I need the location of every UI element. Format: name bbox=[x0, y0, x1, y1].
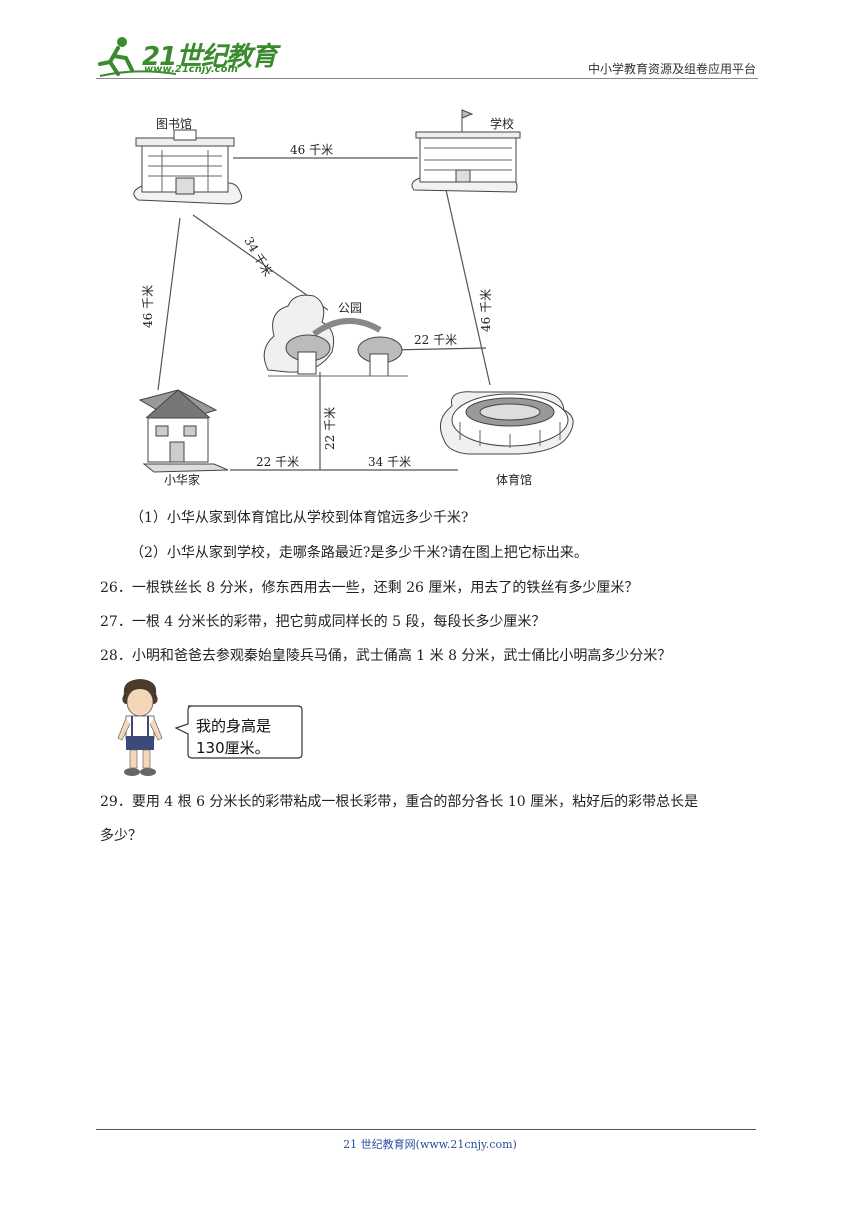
school-icon bbox=[411, 109, 521, 193]
home-icon bbox=[138, 389, 229, 473]
distance-park-road: 22 千米 bbox=[323, 407, 337, 450]
distance-library-park: 34 千米 bbox=[241, 235, 275, 279]
footer-divider bbox=[96, 1129, 756, 1130]
speech-bubble-line-1: 我的身高是 bbox=[196, 717, 272, 735]
header-divider bbox=[96, 78, 758, 79]
route-map-figure: 图书馆 学校 公园 小华家 bbox=[133, 109, 574, 487]
question-26: 26．一根铁丝长 8 分米，修东西用去一些，还剩 26 厘米，用去了的铁丝有多少… bbox=[100, 580, 639, 596]
label-library: 图书馆 bbox=[156, 116, 192, 131]
boy-illustration-icon bbox=[117, 679, 163, 776]
question-29: 29．要用 4 根 6 分米长的彩带粘成一根长彩带，重合的部分各长 10 厘米，… bbox=[100, 794, 699, 810]
header-tagline: 中小学教育资源及组卷应用平台 bbox=[587, 62, 756, 76]
distance-junction-gym: 34 千米 bbox=[368, 455, 411, 469]
question-28: 28．小明和爸爸去参观秦始皇陵兵马俑，武士俑高 1 米 8 分米，武士俑比小明高… bbox=[100, 648, 672, 664]
distance-school-gym: 46 千米 bbox=[479, 289, 493, 332]
gym-icon bbox=[439, 391, 574, 455]
label-park: 公园 bbox=[338, 301, 362, 315]
question-25-part-1: （1）小华从家到体育馆比从学校到体育馆远多少千米? bbox=[130, 510, 469, 526]
map-roads bbox=[157, 157, 491, 471]
footer-site-link[interactable]: 21 世纪教育网(www.21cnjy.com) bbox=[343, 1138, 517, 1151]
question-25-part-2: （2）小华从家到学校，走哪条路最近?是多少千米?请在图上把它标出来。 bbox=[130, 545, 588, 561]
label-gym: 体育馆 bbox=[496, 472, 532, 487]
logo-url: www.21cnjy.com bbox=[144, 64, 238, 75]
distance-library-school: 46 千米 bbox=[290, 143, 333, 157]
speech-bubble-line-2: 130厘米。 bbox=[196, 739, 270, 757]
distance-home-junction: 22 千米 bbox=[256, 455, 299, 469]
label-school: 学校 bbox=[490, 116, 514, 131]
park-icon bbox=[263, 294, 408, 377]
distance-library-home: 46 千米 bbox=[141, 285, 155, 328]
library-icon bbox=[133, 129, 243, 205]
question-29-continued: 多少？ bbox=[100, 828, 142, 844]
logo-title: 21世纪教育 bbox=[142, 42, 277, 72]
site-logo-icon bbox=[98, 37, 177, 77]
distance-park-gym: 22 千米 bbox=[414, 333, 457, 347]
question-27: 27．一根 4 分米长的彩带，把它剪成同样长的 5 段，每段长多少厘米？ bbox=[100, 614, 546, 630]
label-home: 小华家 bbox=[164, 472, 200, 487]
speech-bubble bbox=[174, 705, 303, 759]
